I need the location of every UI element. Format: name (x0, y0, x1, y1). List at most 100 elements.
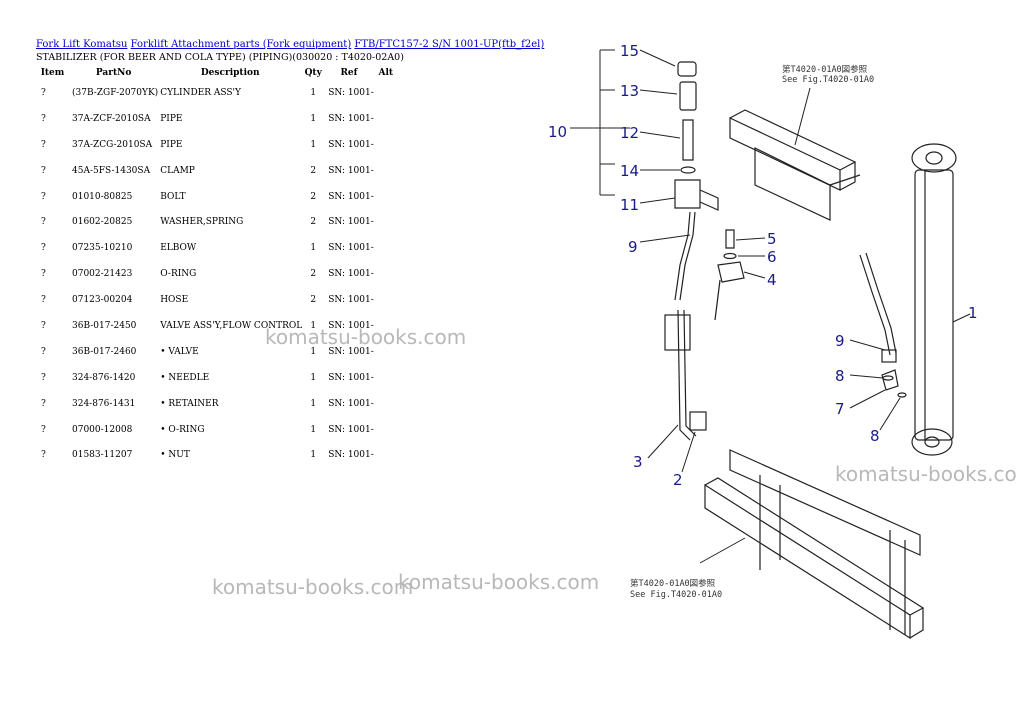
cell-alt (374, 391, 398, 417)
table-header-row: Item PartNo Description Qty Ref Alt (36, 66, 398, 80)
cell-qty: 1 (310, 450, 317, 461)
cell-ref: SN: 1001- (328, 424, 374, 435)
breadcrumb-link-forklift-komatsu[interactable]: Fork Lift Komatsu (36, 39, 128, 50)
cell-description: • NEEDLE (160, 372, 210, 383)
cell-alt (374, 80, 398, 106)
callout-label: 9 (835, 332, 845, 350)
cell-description: CLAMP (160, 165, 195, 176)
cell-description: • VALVE (160, 346, 199, 357)
cell-item: ? (41, 243, 46, 254)
cell-qty: 2 (310, 295, 317, 306)
cell-ref: SN: 1001- (328, 217, 374, 228)
reference-note: 第T4020-01A0図参照 (782, 64, 868, 75)
cell-qty: 1 (310, 424, 317, 435)
cell-partno: (37B-ZGF-2070YK) (72, 87, 159, 98)
cell-partno: 01602-20825 (72, 217, 133, 228)
cell-ref: SN: 1001- (328, 113, 374, 124)
cell-description: BOLT (160, 191, 186, 202)
breadcrumb-link-model[interactable]: FTB/FTC157-2 S/N 1001-UP(ftb_f2el) (354, 39, 545, 50)
header-description: Description (200, 68, 260, 78)
callout-label: 12 (620, 124, 639, 142)
table-row: ? 07235-10210 ELBOW 1 SN: 1001- (36, 235, 398, 261)
cell-item: ? (41, 87, 46, 98)
cell-alt (374, 158, 398, 184)
cell-item: ? (41, 372, 46, 383)
cell-alt (374, 132, 398, 158)
cell-alt (374, 365, 398, 391)
watermark: komatsu-books.com (398, 570, 600, 594)
callout-label: 7 (835, 400, 845, 418)
cell-alt (374, 235, 398, 261)
cell-qty: 1 (310, 320, 317, 331)
cell-description: PIPE (160, 113, 183, 124)
cell-alt (374, 209, 398, 235)
cell-item: ? (41, 398, 46, 409)
callout-label: 14 (620, 162, 639, 180)
cell-item: ? (41, 320, 46, 331)
header-partno: PartNo (95, 68, 132, 78)
cell-ref: SN: 1001- (328, 346, 374, 357)
cell-partno: 07000-12008 (72, 424, 133, 435)
cell-description: HOSE (160, 295, 189, 306)
cell-ref: SN: 1001- (328, 398, 374, 409)
callout-label: 13 (620, 82, 639, 100)
cell-qty: 1 (310, 139, 317, 150)
breadcrumb-link-attachment-parts[interactable]: Forklift Attachment parts (Fork equipmen… (130, 39, 352, 50)
callout-label: 8 (835, 367, 845, 385)
cell-alt (374, 442, 398, 468)
callout-label: 11 (620, 196, 639, 214)
cell-partno: 45A-5FS-1430SA (72, 165, 151, 176)
cell-qty: 1 (310, 87, 317, 98)
cell-item: ? (41, 295, 46, 306)
cell-partno: 01010-80825 (72, 191, 133, 202)
cell-partno: 37A-ZCF-2010SA (72, 113, 151, 124)
cell-description: • NUT (160, 450, 190, 461)
cell-item: ? (41, 269, 46, 280)
cell-partno: 37A-ZCG-2010SA (72, 139, 153, 150)
cell-partno: 36B-017-2460 (72, 346, 137, 357)
watermark: komatsu-books.com (265, 325, 467, 349)
cell-partno: 36B-017-2450 (72, 320, 137, 331)
header-alt: Alt (378, 68, 394, 78)
breadcrumb: Fork Lift Komatsu Forklift Attachment pa… (36, 39, 544, 51)
cell-description: PIPE (160, 139, 183, 150)
cell-item: ? (41, 165, 46, 176)
cell-ref: SN: 1001- (328, 191, 374, 202)
cell-alt (374, 184, 398, 210)
callout-label: 8 (870, 427, 880, 445)
parts-table: Item PartNo Description Qty Ref Alt ? (37… (36, 66, 398, 468)
reference-note: See Fig.T4020-01A0 (782, 75, 874, 85)
cell-qty: 1 (310, 243, 317, 254)
callout-label: 4 (767, 271, 777, 289)
cell-qty: 2 (310, 165, 317, 176)
cell-ref: SN: 1001- (328, 295, 374, 306)
cell-alt (374, 106, 398, 132)
cell-qty: 2 (310, 269, 317, 280)
table-row: ? 45A-5FS-1430SA CLAMP 2 SN: 1001- (36, 158, 398, 184)
cell-qty: 1 (310, 372, 317, 383)
callout-label: 2 (673, 471, 683, 489)
callout-label: 3 (633, 453, 643, 471)
cell-ref: SN: 1001- (328, 165, 374, 176)
cell-partno: 07235-10210 (72, 243, 133, 254)
cell-item: ? (41, 346, 46, 357)
cell-qty: 1 (310, 398, 317, 409)
cell-ref: SN: 1001- (328, 320, 374, 331)
cell-description: ELBOW (160, 243, 197, 254)
cell-qty: 1 (310, 113, 317, 124)
watermark: komatsu-books.co (835, 462, 1017, 486)
cell-partno: 01583-11207 (72, 450, 133, 461)
cell-ref: SN: 1001- (328, 243, 374, 254)
cell-description: WASHER,SPRING (160, 217, 244, 228)
page-title: STABILIZER (FOR BEER AND COLA TYPE) (PIP… (36, 52, 404, 63)
watermark: komatsu-books.com (212, 575, 414, 599)
cell-item: ? (41, 217, 46, 228)
cell-qty: 1 (310, 346, 317, 357)
callout-label: 10 (548, 123, 567, 141)
